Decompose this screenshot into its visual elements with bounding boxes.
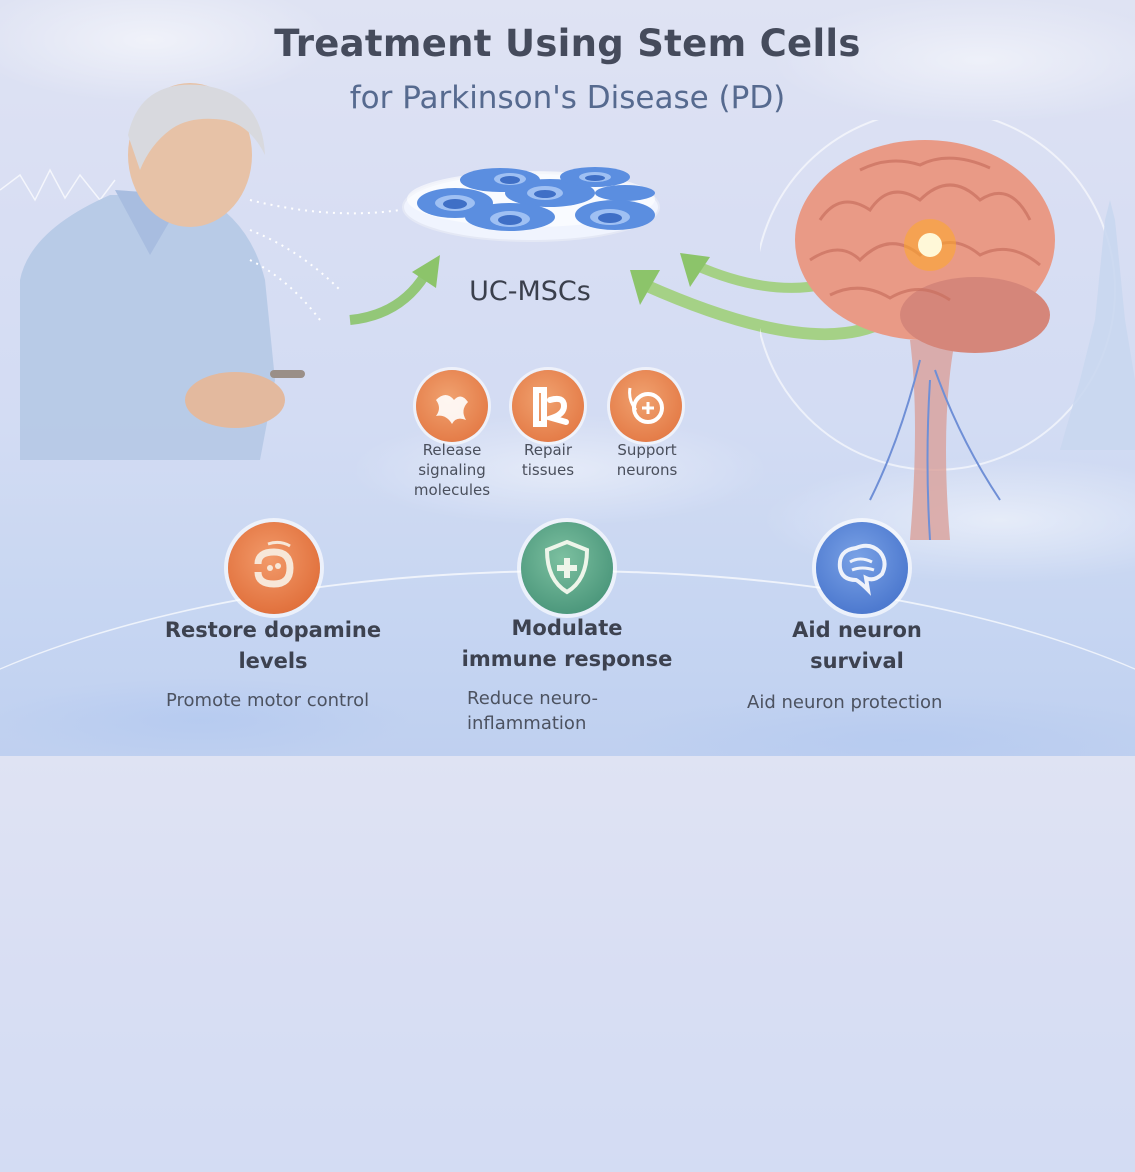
mechanism-label: Repair tissues [521,441,575,479]
mechanism-label: Support neurons [616,441,678,479]
dotted-signal-lines [249,199,401,321]
patient-illustration [0,80,320,460]
benefit-subtitle: Reduce neuro- inflammation [467,688,599,734]
neuron-support-icon [610,370,682,442]
shield-plus-icon [521,522,613,614]
brain-illustration [760,120,1135,540]
benefit-subtitle: Promote motor control [166,690,370,711]
title-subtitle: for Parkinson's Disease (PD) [349,80,786,116]
brain-icon [816,522,908,614]
petri-dish-cells-icon [400,165,662,245]
benefit-subtitle: Aid neuron protection [747,692,943,713]
benefit-title: Modulate immune response [461,616,673,671]
mechanism-label: Release signaling molecules [413,441,491,499]
signaling-molecules-icon [416,370,488,442]
arrow-left-icon [349,255,440,325]
benefit-title: Restore dopamine levels [164,618,382,673]
tissue-repair-icon [512,370,584,442]
dopamine-icon [228,522,320,614]
benefit-title: Aid neuron survival [792,618,922,673]
uc-mscs-label: UC-MSCs [469,276,591,307]
title-main: Treatment Using Stem Cells [274,22,861,65]
